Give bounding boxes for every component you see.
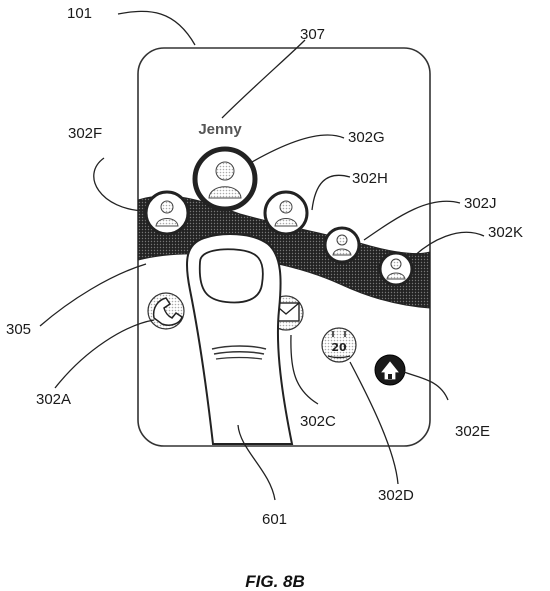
label-307: 307 <box>300 26 325 43</box>
label-302E: 302E <box>455 423 490 440</box>
person-icon <box>274 200 298 227</box>
contact-avatar-302J[interactable] <box>323 226 361 264</box>
label-601: 601 <box>262 511 287 528</box>
label-305: 305 <box>6 321 31 338</box>
label-302J: 302J <box>464 195 497 212</box>
contact-avatar-302F[interactable] <box>144 190 190 236</box>
label-302A: 302A <box>36 391 71 408</box>
finger <box>185 233 294 445</box>
person-icon <box>208 161 242 199</box>
home-icon[interactable] <box>374 354 406 386</box>
label-302K: 302K <box>488 224 523 241</box>
label-101: 101 <box>67 5 92 22</box>
fingernail <box>198 248 264 304</box>
contact-avatar-302H[interactable] <box>263 190 309 236</box>
calendar-icon[interactable]: 20 <box>321 327 357 363</box>
label-302F: 302F <box>68 125 102 142</box>
calendar-date: 20 <box>331 341 347 354</box>
person-icon <box>332 234 352 256</box>
contact-name: Jenny <box>198 121 242 138</box>
person-icon <box>386 258 406 280</box>
label-302D: 302D <box>378 487 414 504</box>
label-302H: 302H <box>352 170 388 187</box>
person-icon <box>155 200 179 227</box>
contact-avatar-302G[interactable] <box>192 146 258 212</box>
label-302G: 302G <box>348 129 385 146</box>
contact-avatar-302K[interactable] <box>378 251 414 287</box>
label-302C: 302C <box>300 413 336 430</box>
leader-lines <box>39 10 485 501</box>
phone-icon[interactable] <box>147 292 185 330</box>
figure-caption: FIG. 8B <box>245 572 305 591</box>
